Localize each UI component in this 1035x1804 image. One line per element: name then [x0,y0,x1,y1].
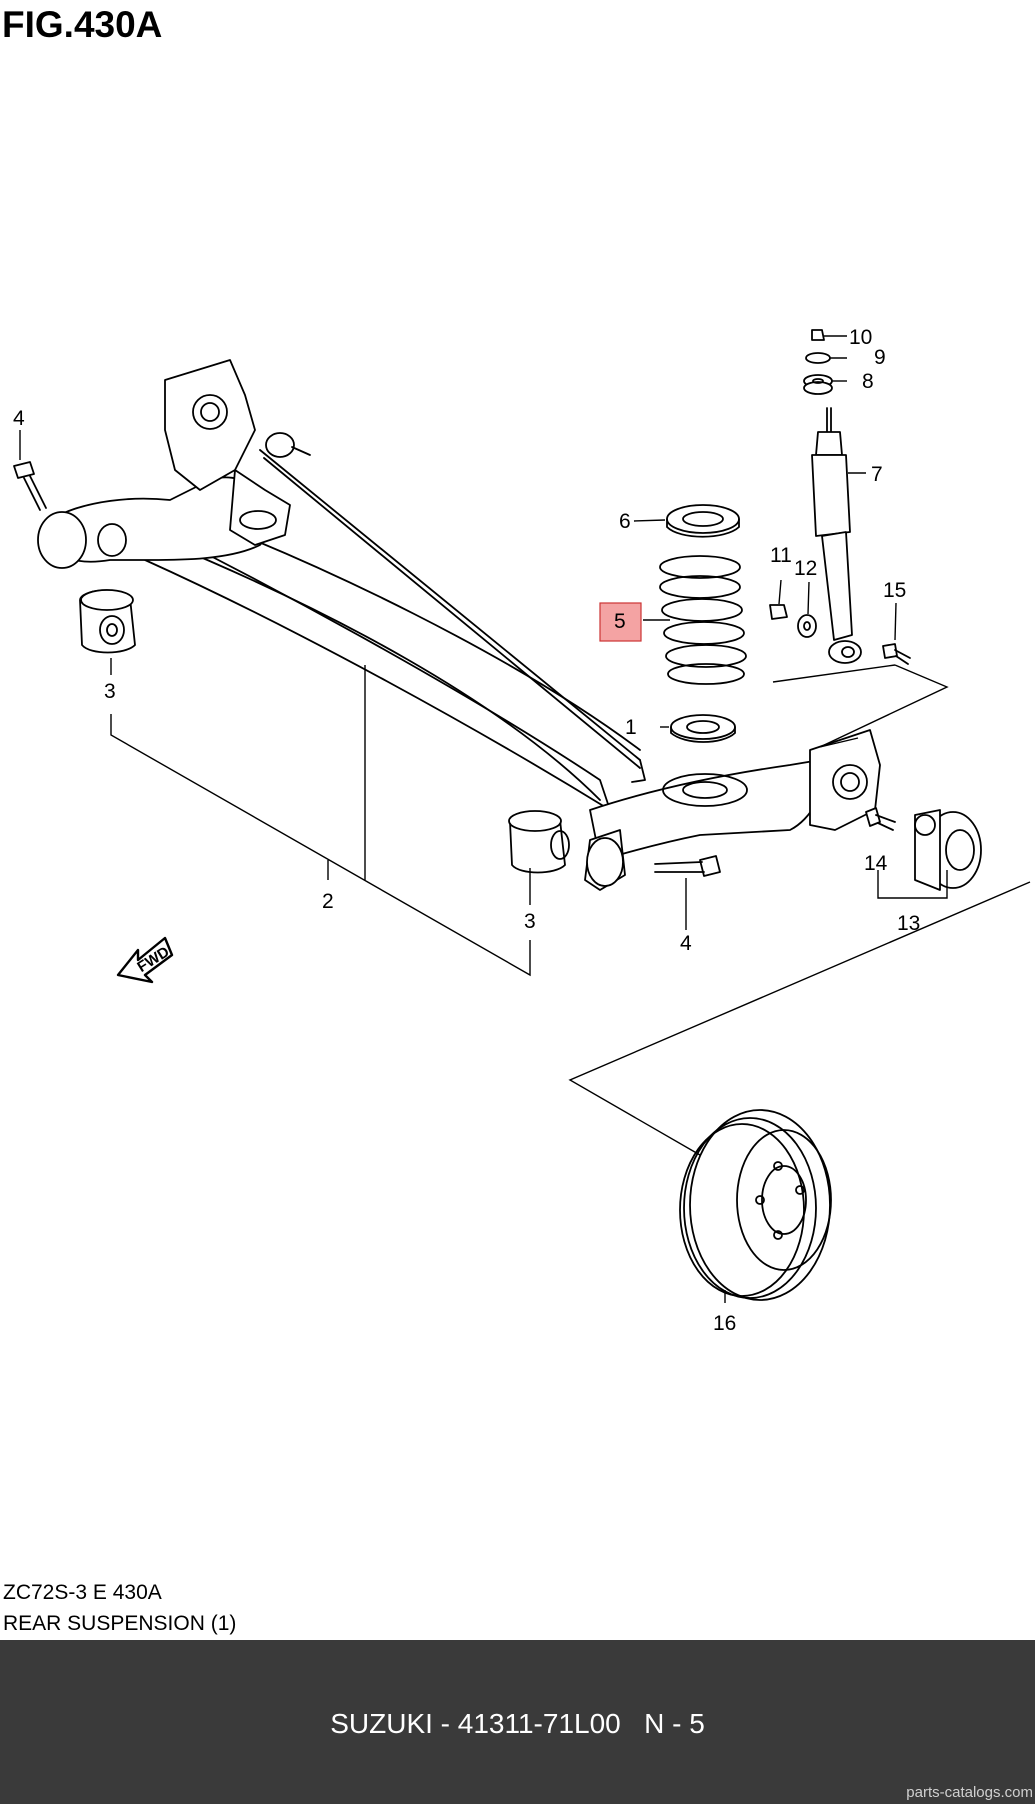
lower-spring-seat-part[interactable] [670,714,736,743]
callout-5-highlight [599,602,642,642]
shock-absorber-part[interactable] [811,407,862,664]
bolt-right-part[interactable] [654,855,721,877]
bushing-right-part[interactable] [508,810,570,874]
callout-7[interactable]: 7 [871,463,883,486]
nut-10-part[interactable] [811,329,825,341]
callout-9[interactable]: 9 [874,346,886,369]
washer-12-part[interactable] [797,614,817,638]
fwd-arrow-icon [116,936,174,984]
callout-labels: 4 3 2 3 4 1 5 6 7 8 9 10 11 12 15 14 13 … [13,326,920,1335]
hub-bolt-14-part[interactable] [865,807,896,831]
callout-6[interactable]: 6 [619,510,631,533]
part-number-text: SUZUKI - 41311-71L00 N - 5 [330,1708,705,1739]
callout-3-left[interactable]: 3 [104,680,116,703]
callout-4-left[interactable]: 4 [13,407,25,430]
mount-rubber-part[interactable] [803,374,833,395]
footer-bar: SUZUKI - 41311-71L00 N - 5 parts-catalog… [0,1640,1035,1804]
callout-10[interactable]: 10 [849,326,872,349]
callout-14[interactable]: 14 [864,852,888,875]
figure-meta: ZC72S-3 E 430A REAR SUSPENSION (1) [3,1577,236,1639]
callout-15[interactable]: 15 [883,579,906,602]
bolt-15-part[interactable] [882,643,911,665]
bolt-left-part[interactable] [13,461,47,511]
figure-title: FIG.430A [2,4,163,45]
washer-9-part[interactable] [805,352,831,364]
callout-12[interactable]: 12 [794,557,817,580]
callout-3-right[interactable]: 3 [524,910,536,933]
figure-code: ZC72S-3 E 430A [3,1581,162,1604]
upper-spring-seat-part[interactable] [666,504,740,538]
callout-2[interactable]: 2 [322,890,334,913]
callout-1[interactable]: 1 [625,716,637,739]
callout-11[interactable]: 11 [770,544,792,567]
watermark-text: parts-catalogs.com [906,1784,1033,1801]
figure-name: REAR SUSPENSION (1) [3,1612,237,1635]
callout-5[interactable]: 5 [614,610,626,633]
bushing-left-part[interactable] [79,589,136,654]
nut-11-part[interactable] [769,604,788,620]
axle-beam-part[interactable] [37,359,881,891]
hub-bearing-part[interactable] [914,809,982,891]
parts-diagram: 4 3 2 3 4 1 5 6 7 8 9 10 11 12 15 14 13 … [13,326,1031,1335]
brake-drum-part[interactable] [679,1109,832,1301]
callout-8[interactable]: 8 [862,370,874,393]
coil-spring-part[interactable] [659,555,747,685]
callout-13[interactable]: 13 [897,912,920,935]
callout-16[interactable]: 16 [713,1312,736,1335]
callout-4-right[interactable]: 4 [680,932,692,955]
